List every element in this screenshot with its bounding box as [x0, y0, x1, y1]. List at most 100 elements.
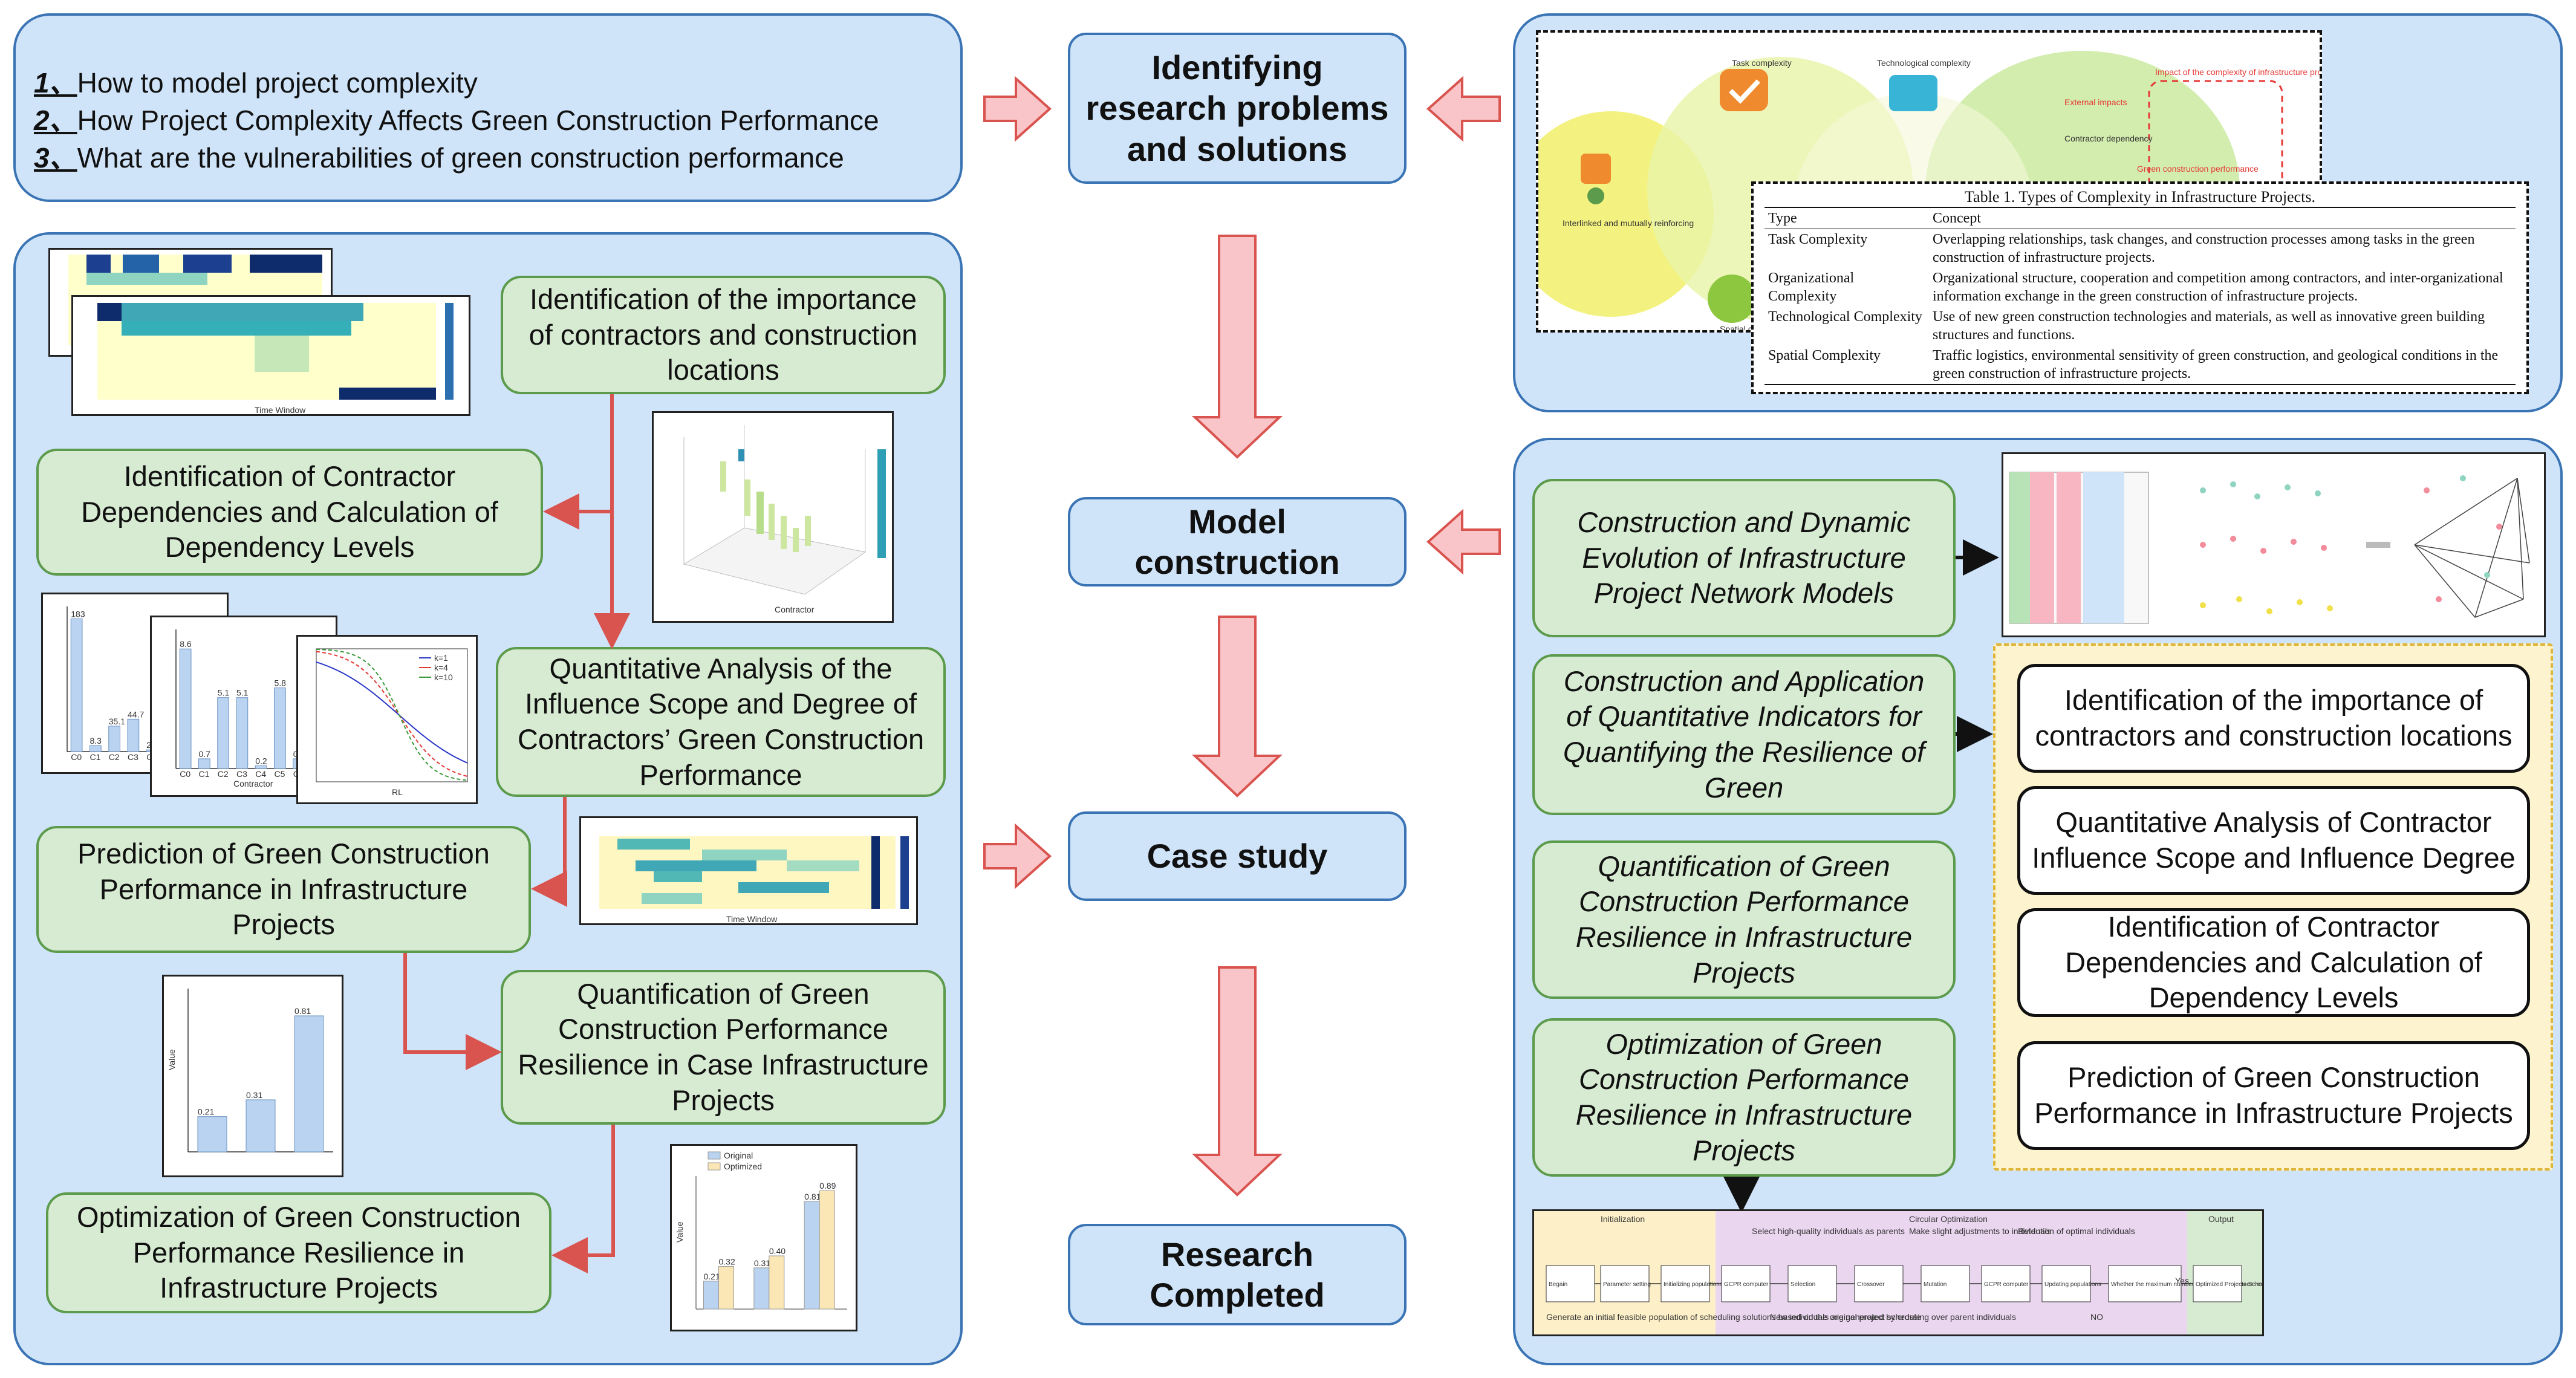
bar-b-tick-label: C5 [275, 769, 285, 779]
curve-legend-label: k=4 [434, 663, 448, 672]
location-pin-icon [1708, 275, 1756, 323]
flow-node [1721, 1265, 1771, 1302]
res-data-label: 0.81 [294, 1006, 311, 1016]
ga-flowchart-graphic: Initialization Circular Optimization Out… [1534, 1211, 2264, 1334]
flow-node-label: Whether the maximum number of iterations… [2111, 1281, 2264, 1288]
opt-bar [753, 1267, 770, 1310]
flow-node-label: Initializing populations [1664, 1281, 1723, 1288]
arrow-down-2 [1191, 616, 1283, 798]
step-influence: Quantitative Analysis of the Influence S… [496, 647, 946, 797]
note-generate: Generate an initial feasible population … [1546, 1312, 1921, 1322]
opt-data-label: 0.81 [804, 1192, 821, 1201]
heatmap-thumbnail-front: Time Window [71, 295, 470, 416]
curve-series-line [316, 651, 468, 777]
question-3: 3、What are the vulnerabilities of green … [34, 139, 953, 177]
arrow-left-model [1426, 509, 1501, 575]
step-indicators: Construction and Application of Quantita… [1532, 654, 1956, 815]
opt-legend-swatch [707, 1151, 721, 1160]
bar-b-tick-label: C4 [255, 769, 266, 779]
res-ylabel: Value [167, 1049, 177, 1070]
phase-output: Output [2208, 1214, 2234, 1224]
case-box: Case study [1068, 811, 1407, 901]
label-external: External impacts [2064, 97, 2127, 107]
bar-a-data-label: 44.7 [128, 709, 144, 719]
opt-bar [804, 1201, 820, 1310]
bar-b-tick-label: C0 [180, 769, 190, 779]
table-head-type: Type [1768, 210, 1797, 226]
arrow-right-questions [983, 76, 1052, 142]
flow-node-label: Parameter setting [1603, 1281, 1651, 1288]
opt-legend-label: Original [724, 1151, 753, 1160]
bar-a-data-label: 35.1 [109, 717, 125, 726]
step-resilience: Quantification of Green Construction Per… [1532, 840, 1956, 999]
curve-legend-label: k=10 [434, 672, 453, 682]
arrow-down-3 [1191, 966, 1283, 1197]
step-optimization: Optimization of Green Construction Perfo… [46, 1192, 551, 1313]
arrow-right-case [983, 823, 1052, 889]
bar-b-bar [179, 648, 192, 769]
result-prediction: Prediction of Green Construction Perform… [2017, 1041, 2530, 1150]
bar-b-data-label: 8.6 [180, 639, 192, 649]
bar-b-tick-label: C3 [236, 769, 247, 779]
bar-b-tick-label: C2 [218, 769, 229, 779]
flow-node-label: Selection [1791, 1281, 1815, 1288]
curve-series-line [316, 661, 468, 764]
table-cell-type: Technological Complexity [1768, 309, 1922, 325]
flow-no: NO [2090, 1312, 2103, 1322]
flow-node [1660, 1265, 1710, 1302]
table-cell-concept: Organizational structure, cooperation an… [1933, 270, 2503, 304]
bar-a-tick-label: C3 [128, 752, 138, 762]
question-3-text: What are the vulnerabilities of green co… [77, 142, 844, 174]
note-retain: Retention of optimal individuals [2018, 1226, 2135, 1236]
label-tech-complexity: Technological complexity [1877, 58, 1971, 68]
step-optimize: Optimization of Green Construction Perfo… [1532, 1018, 1956, 1177]
arrow-down-1 [1191, 235, 1283, 459]
flow-node-label: GCPR computer [1724, 1281, 1769, 1288]
table-caption: Table 1. Types of Complexity in Infrastr… [1964, 188, 2316, 206]
bar-b-xlabel: Contractor [233, 779, 273, 788]
flow-node-label: Mutation [1924, 1281, 1947, 1288]
svg-text:Time Window: Time Window [726, 914, 778, 924]
table-cell-type: Spatial Complexity [1768, 348, 1881, 363]
flow-node [1546, 1265, 1595, 1302]
flow-node-label: Updating populations [2044, 1281, 2101, 1288]
bar-b-bar [198, 758, 210, 769]
result-importance: Identification of the importance of cont… [2017, 664, 2530, 773]
opt-legend-label: Optimized [724, 1162, 762, 1171]
bar-b-data-label: 5.1 [218, 688, 230, 698]
questions-panel: 1、How to model project complexity 2、How … [13, 13, 963, 202]
note-adjust: Make slight adjustments to individuals [1909, 1226, 2051, 1236]
opt-legend-swatch [707, 1162, 721, 1171]
scatter3d-graphic: Contractor [683, 425, 886, 614]
res-bar [197, 1116, 227, 1152]
left-connectors [403, 394, 630, 1273]
opt-data-label: 0.40 [769, 1246, 785, 1256]
bar-b-data-label: 5.8 [275, 678, 287, 688]
step-network-model: Construction and Dynamic Evolution of In… [1532, 479, 1956, 637]
flow-node-label: Optimized Projects Schedule [2196, 1281, 2264, 1288]
opt-data-label: 0.21 [704, 1272, 720, 1281]
bar-b-bar [217, 697, 229, 769]
bar-b-data-label: 5.1 [236, 688, 249, 698]
opt-bar [718, 1266, 734, 1310]
done-box: Research Completed [1068, 1224, 1407, 1325]
bar-a-bar [89, 745, 102, 752]
flow-node [2193, 1265, 2242, 1302]
connector-quantification-optimization [551, 1125, 615, 1273]
bar-b-tick-label: C1 [199, 769, 210, 779]
flow-node-label: Begain [1549, 1281, 1567, 1288]
bar-a-data-label: 8.3 [90, 736, 102, 746]
flow-yes: Yes [2175, 1276, 2189, 1285]
curve-frame [316, 648, 468, 782]
table-cell-concept: Traffic logistics, environmental sensiti… [1933, 348, 2499, 382]
flow-node [1854, 1265, 1904, 1302]
question-3-number: 3、 [34, 142, 77, 174]
opt-bar [819, 1190, 835, 1310]
opt-data-label: 0.32 [719, 1257, 735, 1267]
question-2-number: 2、 [34, 105, 77, 136]
bar-b-bar [236, 697, 249, 769]
bar-a-bar [70, 618, 83, 752]
